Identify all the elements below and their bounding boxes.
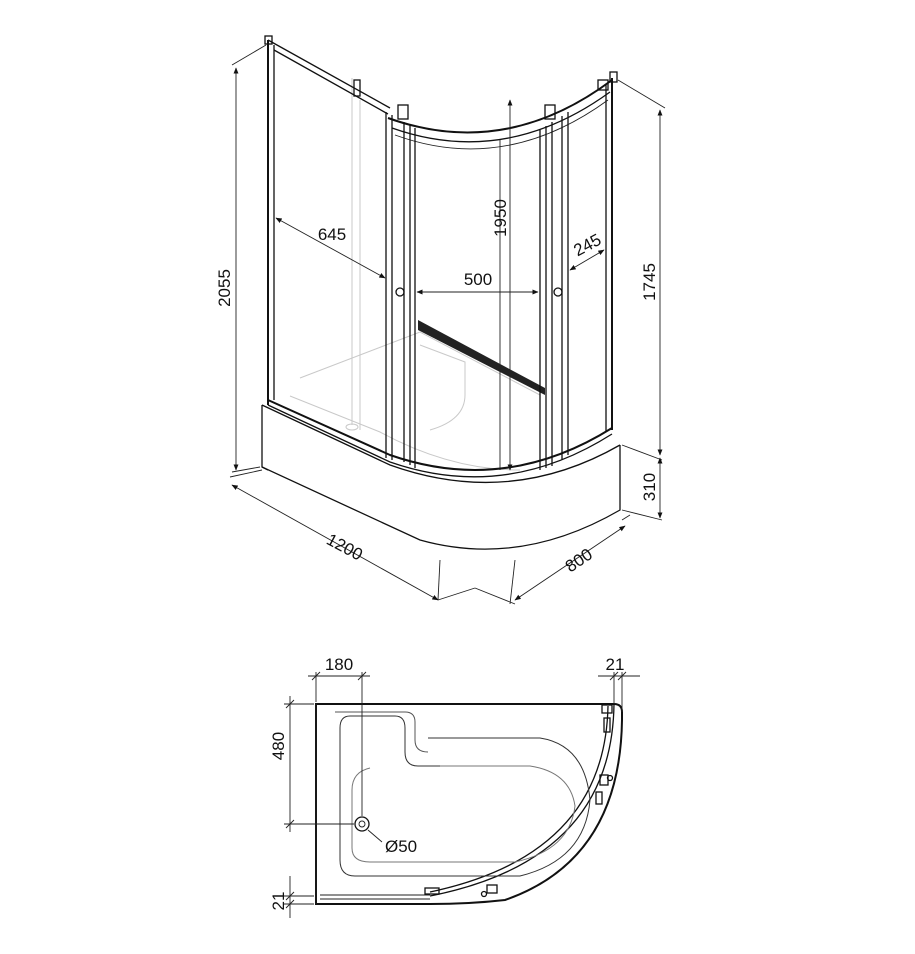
dim-21-bottom-label: 21: [269, 892, 288, 911]
dim-profile-right: 21: [598, 655, 640, 712]
door-shadow: [418, 320, 545, 395]
plan-view: 180 21 480 Ø50: [269, 655, 640, 918]
isometric-view: 2055 1950 1745 310 1200: [215, 35, 666, 605]
dim-drain-diameter: Ø50: [367, 829, 417, 856]
bottom-rail: [267, 399, 613, 471]
dim-2055-label: 2055: [215, 269, 234, 307]
dim-310-label: 310: [640, 473, 659, 501]
dim-door-height: 1745: [617, 79, 666, 461]
top-rail: [387, 79, 613, 150]
side-panel-left: [267, 39, 393, 460]
door-handles: [395, 287, 563, 297]
dim-corner-panel: 245: [569, 230, 605, 271]
dim-1745-label: 1745: [640, 263, 659, 301]
sliding-doors: [403, 78, 613, 470]
dim-tray-height: 310: [621, 457, 663, 521]
dim-21-right-label: 21: [606, 655, 625, 674]
dim-door-opening: 500: [416, 270, 539, 295]
tray-outline: [315, 703, 623, 905]
dim-glass-height: 1950: [491, 99, 513, 471]
dim-1950-label: 1950: [491, 199, 510, 237]
dim-drain-y: 480: [269, 696, 354, 832]
dim-1200-label: 1200: [323, 530, 365, 565]
dim-width: 800: [509, 514, 631, 605]
dim-180-label: 180: [325, 655, 353, 674]
dim-d50-label: Ø50: [385, 837, 417, 856]
rollers: [264, 35, 618, 120]
dim-645-label: 645: [318, 225, 346, 244]
dim-profile-bottom: 21: [269, 876, 314, 918]
plan-rollers: [424, 704, 614, 898]
dim-side-panel: 645: [275, 217, 386, 279]
dim-500-label: 500: [464, 270, 492, 289]
drain-icon: [354, 816, 370, 832]
dim-drain-x: 180: [308, 655, 370, 816]
dim-480-label: 480: [269, 732, 288, 760]
handle-left-icon: [395, 287, 405, 297]
dim-total-height: 2055: [215, 44, 267, 473]
dim-245-label: 245: [570, 230, 604, 260]
handle-right-icon: [553, 287, 563, 297]
